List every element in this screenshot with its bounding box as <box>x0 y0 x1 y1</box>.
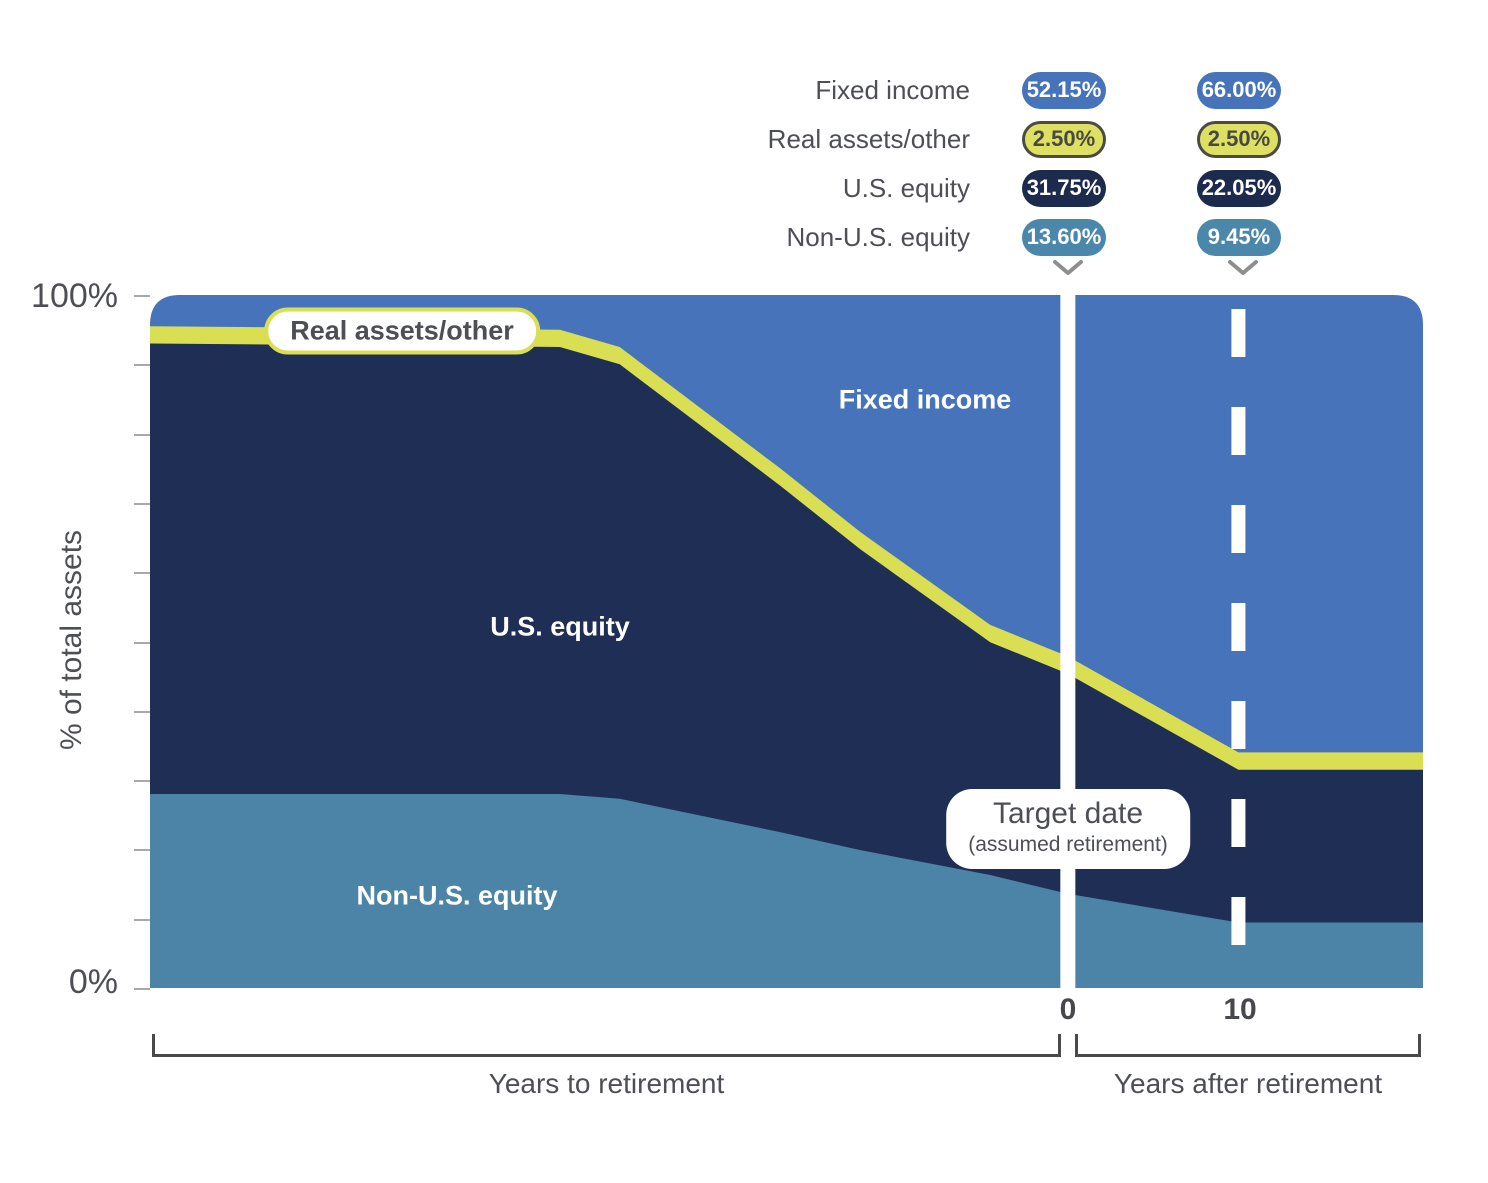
allocation-pill: 66.00% <box>1197 71 1281 109</box>
legend-label-non-us-equity: Non-U.S. equity <box>786 221 970 252</box>
fixed-income-area-label: Fixed income <box>838 384 1012 415</box>
y-axis-tick <box>134 641 150 644</box>
legend-label-fixed-income: Fixed income <box>815 74 970 105</box>
y-axis-title: % of total assets <box>55 529 88 751</box>
bracket-label-years-after-retirement: Years after retirement <box>1113 1068 1383 1099</box>
allocation-pill: 31.75% <box>1022 169 1106 207</box>
y-axis-min-label: 0% <box>68 963 118 1001</box>
legend-row: Fixed income 52.15% 66.00% <box>700 71 1288 109</box>
y-axis-tick <box>134 572 150 575</box>
allocation-pill: 2.50% <box>1022 120 1106 158</box>
real-assets-area-label: Real assets/other <box>264 307 540 355</box>
chevron-down-icon <box>1228 260 1258 275</box>
us-equity-area-label: U.S. equity <box>490 611 630 642</box>
allocation-pill: 2.50% <box>1197 120 1281 158</box>
area-non-us-equity <box>150 794 1423 988</box>
legend-label-real-assets: Real assets/other <box>767 123 970 154</box>
chevron-down-icon <box>1053 260 1083 275</box>
target-date-line <box>1060 295 1076 988</box>
y-axis-max-label: 100% <box>31 277 118 315</box>
target-date-callout-subtitle: (assumed retirement) <box>968 833 1168 856</box>
allocation-pill: 9.45% <box>1197 218 1281 256</box>
y-axis-tick <box>134 364 150 367</box>
target-date-callout-title: Target date <box>992 797 1144 830</box>
non-us-equity-area-label: Non-U.S. equity <box>356 880 558 911</box>
allocation-pill: 52.15% <box>1022 71 1106 109</box>
y-axis-tick <box>134 710 150 713</box>
legend-label-us-equity: U.S. equity <box>842 172 970 203</box>
y-axis-tick <box>134 780 150 783</box>
allocation-pill: 22.05% <box>1197 169 1281 207</box>
bracket-years-after-retirement <box>1075 1034 1421 1057</box>
y-axis-ticks <box>134 295 150 990</box>
y-axis-tick <box>134 918 150 921</box>
x-label-target-date: 0 <box>1059 993 1077 1026</box>
x-label-ten-years-after: 10 <box>1223 993 1257 1026</box>
legend-row: Non-U.S. equity 13.60% 9.45% <box>700 218 1288 256</box>
legend-row: Real assets/other 2.50% 2.50% <box>700 120 1288 158</box>
bracket-years-to-retirement <box>152 1034 1061 1057</box>
y-axis-tick <box>134 988 150 990</box>
y-axis-tick <box>134 295 150 297</box>
glide-path-chart <box>150 295 1423 988</box>
allocation-pill: 13.60% <box>1022 218 1106 256</box>
target-date-callout: Target date (assumed retirement) <box>946 789 1190 869</box>
y-axis-tick <box>134 849 150 852</box>
y-axis-tick <box>134 433 150 436</box>
legend-row: U.S. equity 31.75% 22.05% <box>700 169 1288 207</box>
legend: Fixed income 52.15% 66.00% Real assets/o… <box>700 71 1288 267</box>
y-axis-tick <box>134 502 150 505</box>
bracket-label-years-to-retirement: Years to retirement <box>488 1068 725 1099</box>
